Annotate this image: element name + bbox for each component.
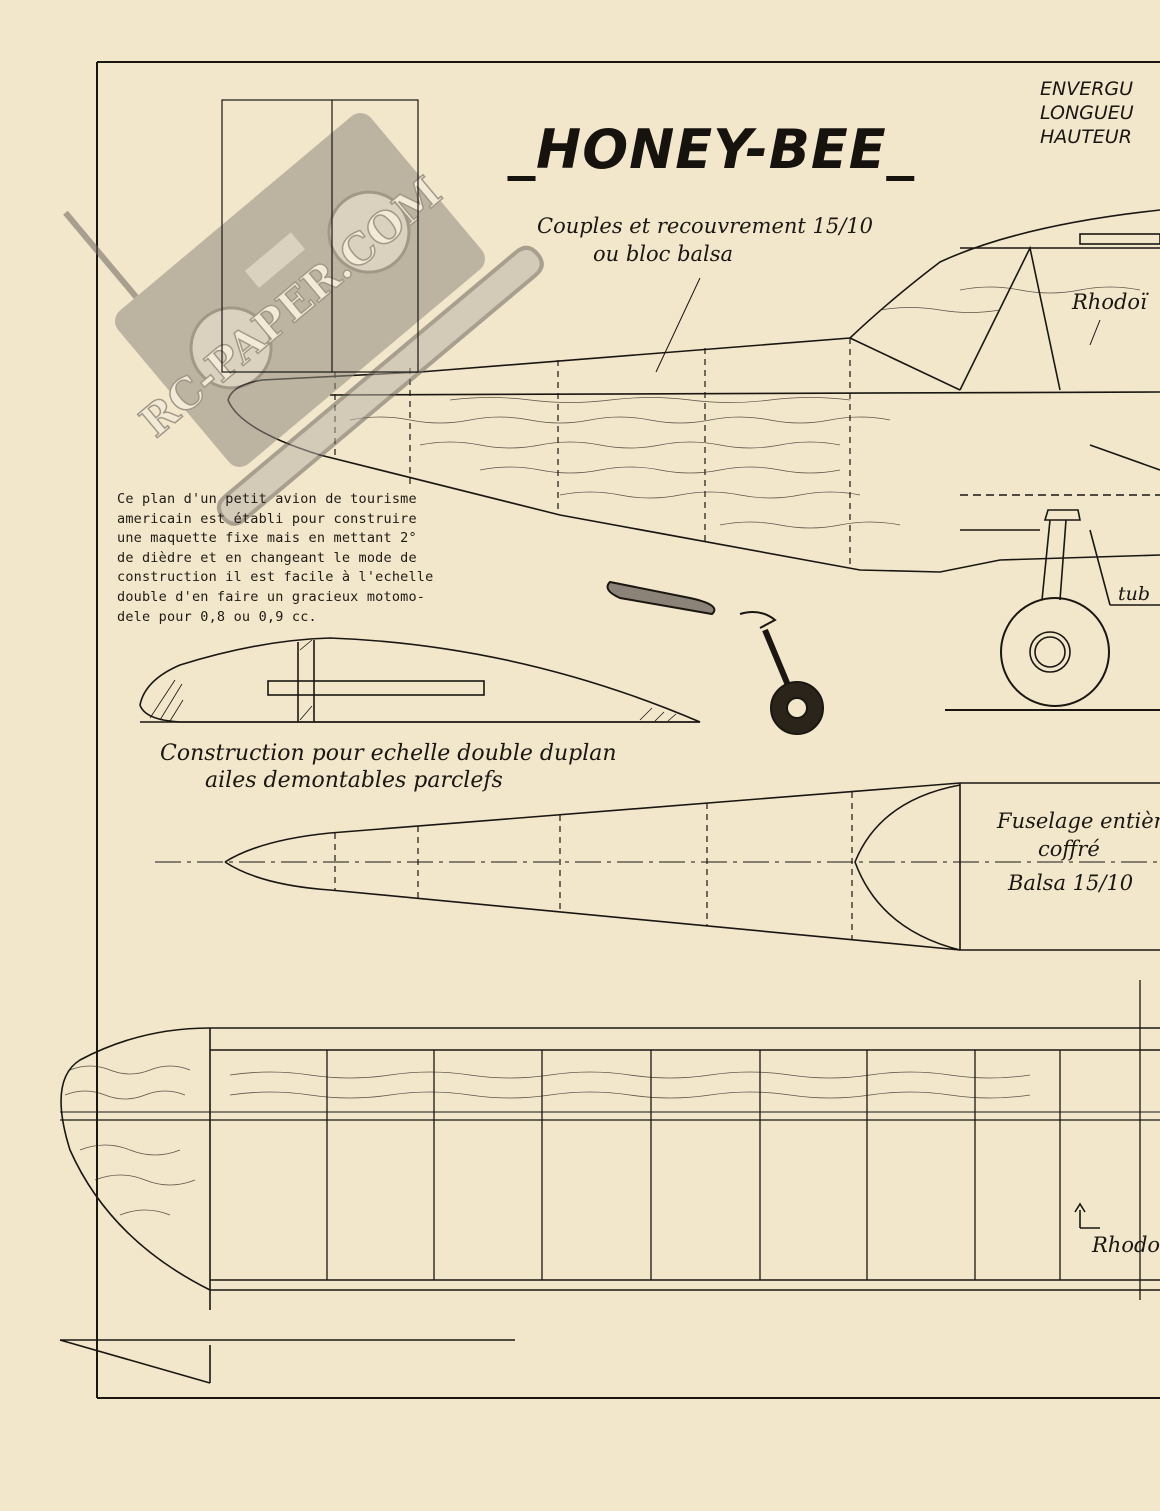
- wingtip-grain: [64, 1065, 1031, 1216]
- specs-block: ENVERGU LONGUEU HAUTEUR: [1040, 77, 1134, 149]
- label-tube: tub: [1118, 583, 1150, 605]
- label-couples-line-1: Couples et recouvrement 15/10: [537, 214, 873, 238]
- fuselage-side-view: [227, 209, 1160, 711]
- description-text: Ce plan d'un petit avion de tourisme ame…: [117, 491, 434, 625]
- label-fuselage-line-3: Balsa 15/10: [1007, 871, 1133, 895]
- label-construction-line-2: ailes demontables parclefs: [205, 768, 503, 793]
- label-rhodoid-top: Rhodoï: [1071, 290, 1149, 314]
- spec-line: HAUTEUR: [1040, 126, 1132, 148]
- wing-plan-view: [59, 980, 1160, 1384]
- watermark-logo: RC-PAPER.COM: [63, 113, 544, 526]
- wing-section: [139, 637, 701, 723]
- wood-grain: [349, 286, 1141, 529]
- page-frame: [96, 61, 1160, 1399]
- label-fuselage-line-2: coffré: [1038, 837, 1100, 861]
- page-title: _HONEY-BEE_: [508, 118, 915, 181]
- label-construction-line-1: Construction pour echelle double duplan: [160, 741, 617, 766]
- label-rhodoid-bottom: Rhodo: [1091, 1233, 1160, 1257]
- fuselage-top-view: [155, 782, 1160, 951]
- label-couples-line-2: ou bloc balsa: [593, 242, 733, 266]
- wheel-detail: [606, 580, 824, 735]
- spec-line: ENVERGU: [1040, 78, 1134, 100]
- spec-line: LONGUEU: [1040, 102, 1134, 124]
- label-fuselage-line-1: Fuselage entièr: [996, 809, 1160, 833]
